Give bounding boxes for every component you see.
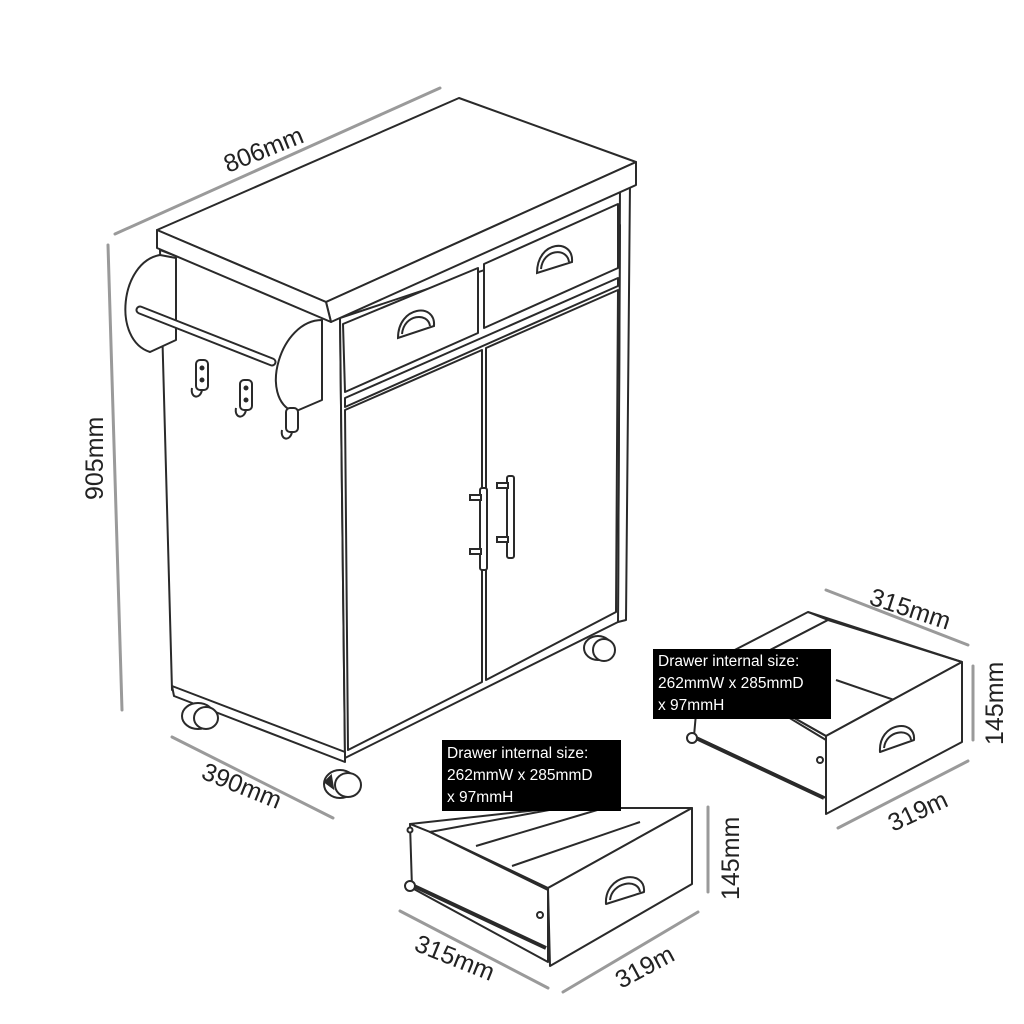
drawer-right-width-line [824, 588, 970, 647]
drawer-right-height-label: 145mm [981, 662, 1009, 745]
drawer-bottom-screw [536, 911, 544, 919]
drawer-info-right-line3: x 97mmH [658, 697, 724, 714]
towel-rail-inner [137, 307, 275, 365]
drawer-bottom-screw [404, 880, 416, 892]
height-dimension-line [106, 243, 124, 712]
drawer-bottom-height-label: 145mm [717, 817, 745, 900]
drawer-bottom-depth-line [561, 910, 700, 994]
side-hooks [190, 359, 299, 440]
drawer-info-box-right: Drawer internal size: 262mmW x 285mmD x … [653, 649, 831, 719]
bar-handle-mount [496, 482, 509, 489]
drawer-bottom-runner [413, 884, 547, 950]
drawer-info-bottom-line2: 262mmW x 285mmD [447, 767, 593, 784]
base-rail [171, 685, 346, 763]
drawer-bottom-depth-label: 319m [611, 940, 679, 994]
drawer-right-width-label: 315mm [866, 583, 954, 635]
drawer-bottom-inner-line [511, 821, 641, 867]
depth-label: 390mm [198, 758, 286, 815]
caster-wheel-icon [323, 769, 362, 799]
drawer-handles [396, 245, 574, 340]
drawer-rail [344, 277, 619, 408]
kitchen-trolley [124, 97, 637, 763]
drawer-info-bottom-line3: x 97mmH [447, 789, 513, 806]
drawer-right-depth-label: 319m [884, 786, 953, 838]
drawer-bottom-width-line [398, 909, 550, 990]
hook-icon [234, 379, 253, 418]
drawer-right-depth-line [836, 759, 970, 830]
caster-wheel-icon [583, 635, 616, 662]
bar-handle-mount [469, 494, 482, 501]
drawer-right-screw [816, 756, 824, 764]
drawer-right-inner-line [835, 679, 901, 703]
caster-wheels [181, 635, 616, 799]
bar-handle-mount [496, 536, 509, 543]
bar-handle-mount [469, 548, 482, 555]
caster-wheel-icon [181, 702, 219, 730]
hook-icon [280, 407, 299, 440]
worktop-left-edge [156, 229, 332, 323]
drawer-info-box-bottom: Drawer internal size: 262mmW x 285mmD x … [442, 740, 621, 811]
cup-handle-inner [609, 882, 641, 901]
door-handles [469, 475, 515, 571]
dimension-lines [106, 86, 975, 994]
drawer-right-inner-line [807, 611, 963, 663]
cup-handle-inner [540, 251, 570, 270]
drawer-info-right-line2: 262mmW x 285mmD [658, 675, 804, 692]
width-dimension-line [113, 86, 442, 236]
drawer-right-screw [686, 732, 698, 744]
height-label: 905mm [81, 417, 109, 500]
hook-icon [190, 359, 209, 398]
door-left [344, 349, 483, 751]
cup-handle-inner [401, 316, 431, 335]
drawer-bottom-inner-line [475, 807, 605, 847]
depth-dimension-line [170, 735, 335, 820]
drawer-right-runner [695, 736, 825, 800]
drawer-info-right-line1: Drawer internal size: [658, 653, 799, 670]
towel-rail-end-back [124, 254, 177, 353]
cup-handle-inner [883, 731, 912, 749]
drawer-bottom-detail [404, 807, 693, 967]
drawer-bottom-screw [406, 826, 414, 834]
drawer-info-bottom-line1: Drawer internal size: [447, 745, 588, 762]
